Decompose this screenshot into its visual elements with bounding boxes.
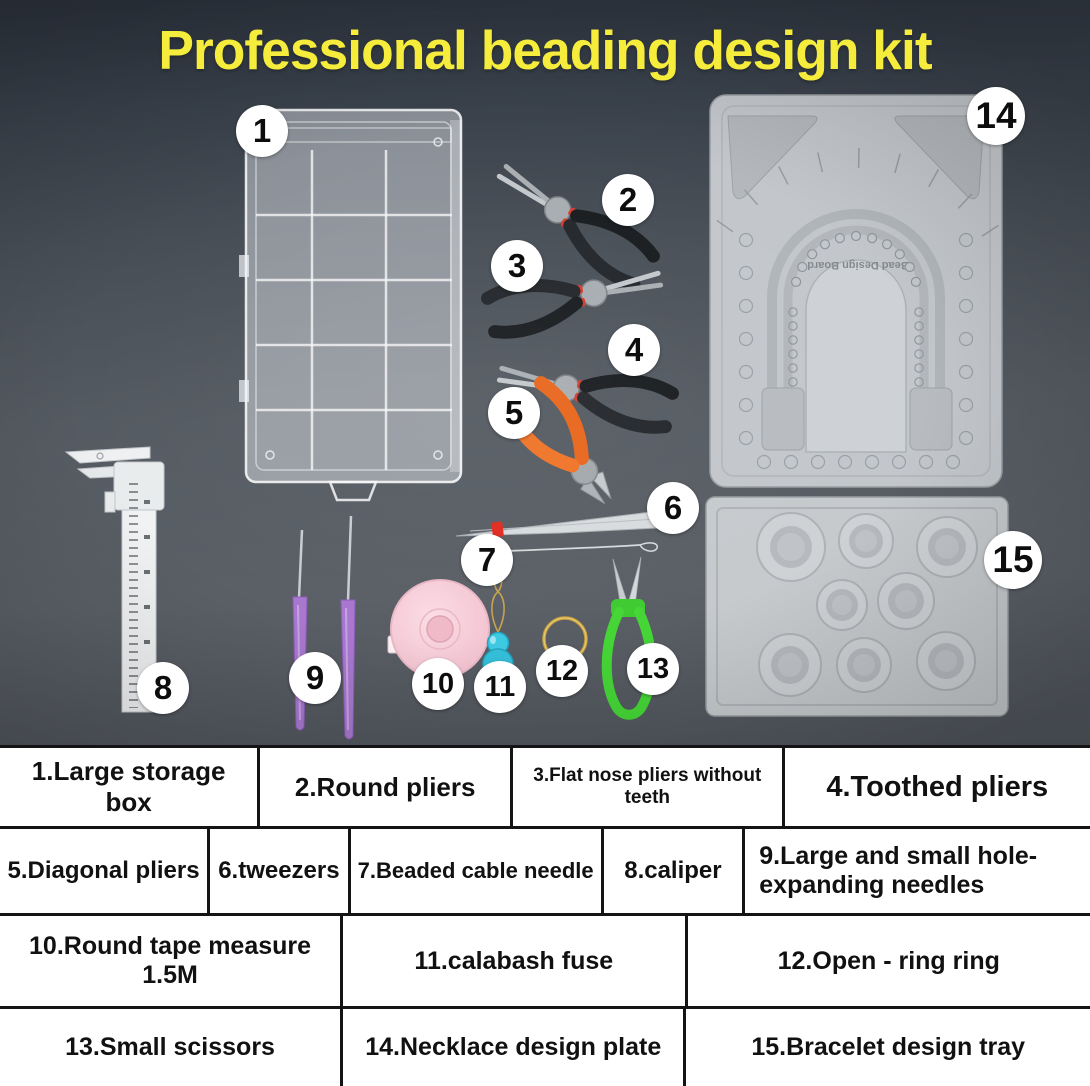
badge-6: 6 [647,482,699,534]
legend-cell-5: 5.Diagonal pliers [7,857,200,884]
legend-cell-1: 1.Large storage box [31,756,226,817]
badge-9: 9 [289,652,341,704]
legend-cell-7: 7.Beaded cable needle [347,829,601,913]
legend-cell-2: 2.Round pliers [257,748,510,826]
legend-cell-10: 10.Round tape measure 1.5M [29,932,312,989]
beading-needle-illustration [505,542,658,552]
badge-10: 10 [412,658,464,710]
badge-14: 14 [967,87,1025,145]
legend-cell-12: 12.Open - ring ring [684,916,1090,1006]
kit-illustration: Bead Design Board [64,94,1009,740]
legend-cell-6: 6.tweezers [207,829,348,913]
caliper-illustration [64,446,165,713]
storage-box-illustration [239,108,463,502]
legend-row-3: 10.Round tape measure 1.5M 11.calabash f… [0,916,1090,1009]
hole-expanding-needles-illustration [292,515,356,740]
tape-measure-illustration [387,579,490,679]
legend-row-4: 13.Small scissors 14.Necklace design pla… [0,1009,1090,1086]
legend-cell-13: 13.Small scissors [65,1033,275,1061]
badge-15: 15 [984,531,1042,589]
legend-cell-4: 4.Toothed pliers [781,748,1090,826]
legend-cell-14: 14.Necklace design plate [340,1009,683,1086]
legend-cell-15: 15.Bracelet design tray [683,1009,1090,1086]
bracelet-tray-illustration [705,496,1009,717]
badge-3: 3 [491,240,543,292]
badge-11: 11 [474,661,526,713]
badge-5: 5 [488,387,540,439]
tweezers-illustration [455,508,677,538]
svg-text:Bead Design Board: Bead Design Board [807,259,908,271]
legend-row-2: 5.Diagonal pliers 6.tweezers 7.Beaded ca… [0,829,1090,916]
badge-8: 8 [137,662,189,714]
legend-row-1: 1.Large storage box 2.Round pliers 3.Fla… [0,748,1090,829]
badge-2: 2 [602,174,654,226]
legend-cell-8: 8.caliper [600,829,743,913]
legend-cell-9: 9.Large and small hole-expanding needles [742,829,1090,913]
badge-4: 4 [608,324,660,376]
badge-7: 7 [461,534,513,586]
badge-1: 1 [236,105,288,157]
legend-cell-3: 3.Flat nose pliers without teeth [510,748,781,826]
bead-design-board-illustration: Bead Design Board [709,94,1003,488]
page-title: Professional beading design kit [158,19,932,81]
badge-13: 13 [627,643,679,695]
legend-table: 1.Large storage box 2.Round pliers 3.Fla… [0,745,1090,1086]
badge-12: 12 [536,645,588,697]
legend-cell-11: 11.calabash fuse [340,916,684,1006]
